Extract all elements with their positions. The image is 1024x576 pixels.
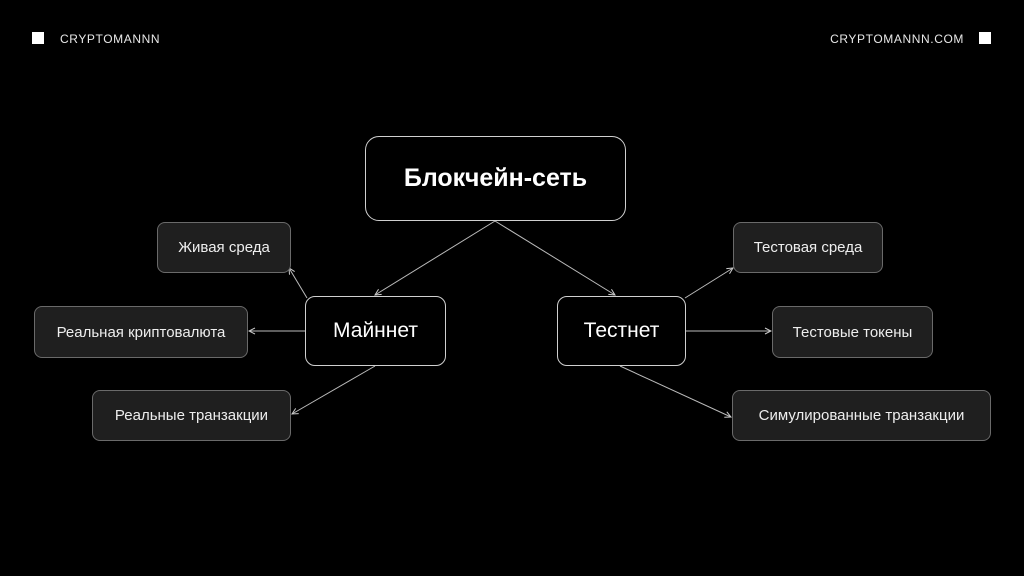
root-node: Блокчейн-сеть — [365, 136, 626, 221]
leaf-real-transactions: Реальные транзакции — [92, 390, 291, 441]
testnet-node: Тестнет — [557, 296, 686, 366]
arrow-mainnet-live — [289, 268, 308, 299]
brand-right: CRYPTOMANNN.COM — [830, 32, 964, 46]
arrow-testnet-tx — [619, 365, 731, 417]
square-logo-icon — [32, 32, 44, 44]
leaf-real-crypto: Реальная криптовалюта — [34, 306, 248, 358]
leaf-simulated-transactions: Симулированные транзакции — [732, 390, 991, 441]
mainnet-node: Майннет — [305, 296, 446, 366]
leaf-test-environment: Тестовая среда — [733, 222, 883, 273]
leaf-live-environment: Живая среда — [157, 222, 291, 273]
arrow-testnet-env — [684, 268, 733, 299]
brand-left: CRYPTOMANNN — [60, 32, 161, 46]
arrow-root-mainnet — [375, 220, 496, 295]
leaf-test-tokens: Тестовые токены — [772, 306, 933, 358]
square-logo-icon — [979, 32, 991, 44]
arrow-root-testnet — [494, 220, 615, 295]
arrow-mainnet-tx — [292, 365, 376, 414]
